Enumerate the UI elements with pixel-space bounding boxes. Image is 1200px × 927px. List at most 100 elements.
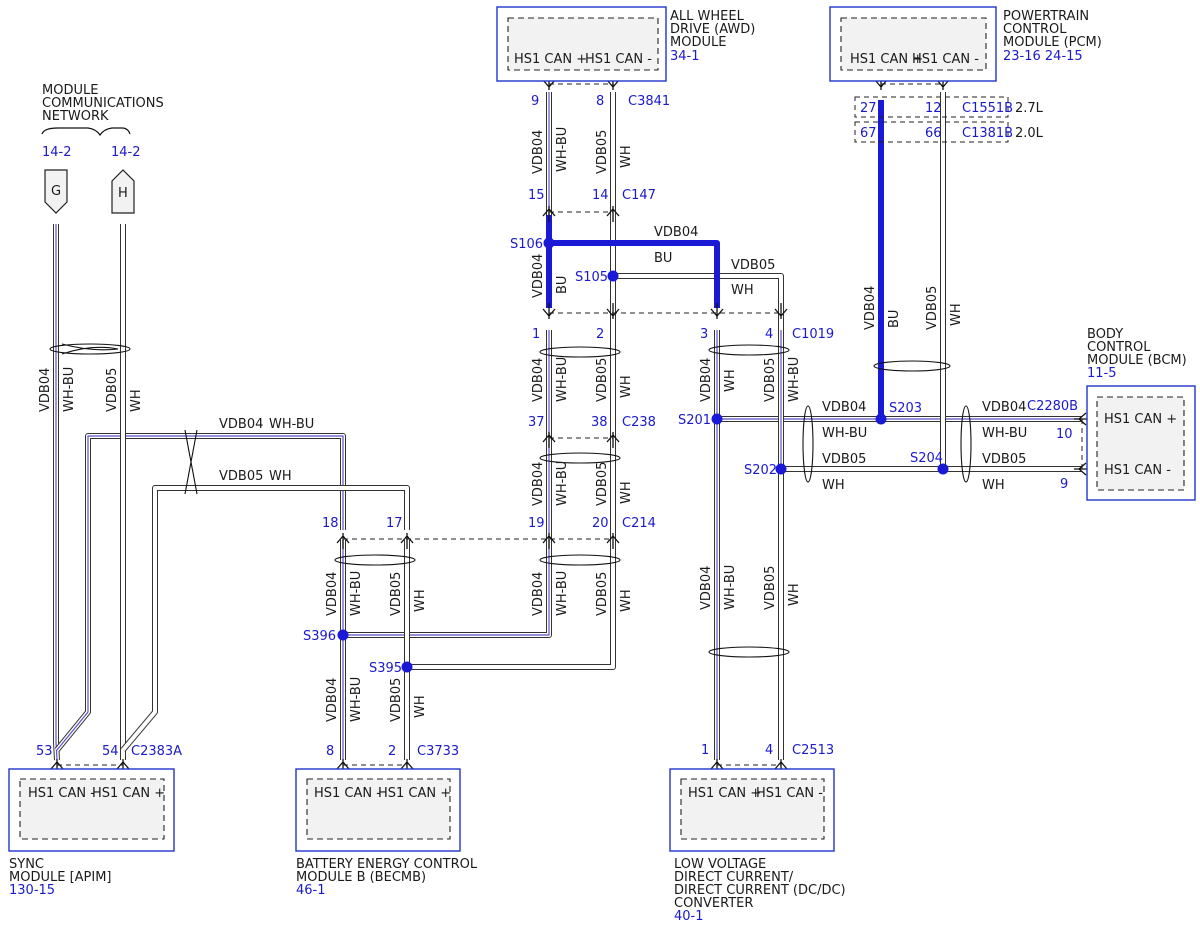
bcm-module-name-1: BODY	[1087, 327, 1123, 342]
wire-color-label: WH-BU	[62, 367, 77, 412]
awd-module-name-1: ALL WHEEL	[670, 9, 745, 24]
wire-color-label: BU	[555, 276, 570, 294]
connector-c2280b-id[interactable]: C2280B	[1027, 399, 1078, 414]
wire-color-label: WH-BU	[723, 565, 738, 610]
splice-s203-dot[interactable]	[875, 413, 887, 425]
connector-c1381b-id[interactable]: C1381B	[962, 126, 1013, 141]
sync-module-ref[interactable]: 130-15	[9, 883, 55, 898]
network-label-2: COMMUNICATIONS	[42, 96, 164, 111]
wire-color-label: WH	[949, 303, 964, 326]
circuit-label: VDB04	[531, 130, 546, 174]
network-ref-h[interactable]: 14-2	[111, 145, 141, 160]
pcm-module-ref[interactable]: 23-16 24-15	[1003, 49, 1083, 64]
dcdc-module-name-4: CONVERTER	[674, 896, 753, 911]
wire-color-label: WH-BU	[555, 357, 570, 402]
twist-marker	[49, 343, 131, 355]
pin-number: 20	[592, 516, 609, 531]
dcdc-module-name-2: DIRECT CURRENT/	[674, 870, 794, 885]
circuit-label: VDB05	[105, 368, 120, 412]
connector-c214-id[interactable]: C214	[622, 516, 656, 531]
pin-number: 8	[326, 744, 334, 759]
connector-c3841-id[interactable]: C3841	[628, 94, 670, 109]
pin-number: 10	[1056, 427, 1073, 442]
splice-label-s203[interactable]: S203	[889, 401, 922, 416]
splice-label-s396[interactable]: S396	[303, 629, 336, 644]
circuit-label: VDB04	[531, 462, 546, 506]
wire-color-label: WH	[731, 283, 754, 298]
splice-s106-dot[interactable]	[543, 237, 555, 249]
bcm-module-ref[interactable]: 11-5	[1087, 366, 1117, 381]
becm-pin-label-plus: HS1 CAN +	[378, 786, 451, 801]
wire-color-label: WH-BU	[349, 571, 364, 616]
splice-s202-dot[interactable]	[775, 463, 787, 475]
wire-color-label: WH	[982, 478, 1005, 493]
connector-c238-id[interactable]: C238	[622, 415, 656, 430]
network-label-1: MODULE	[42, 83, 98, 98]
connector-dashes	[57, 83, 1083, 766]
engine-variant-27: 2.7L	[1015, 101, 1044, 116]
pin-arrow	[542, 303, 556, 319]
dcdc-module-ref[interactable]: 40-1	[674, 909, 704, 924]
bcm-module[interactable]: HS1 CAN + HS1 CAN - BODY CONTROL MODULE …	[1086, 327, 1196, 501]
twisted-pair-markers	[49, 343, 972, 658]
connector-c3733-id[interactable]: C3733	[417, 744, 459, 759]
pcm-module[interactable]: HS1 CAN + HS1 CAN - POWERTRAIN CONTROL M…	[829, 6, 1102, 82]
network-connector-h[interactable]	[111, 169, 135, 214]
connector-c1551b-id[interactable]: C1551B	[962, 101, 1013, 116]
connector-c1019-id[interactable]: C1019	[792, 327, 834, 342]
bcm-pin-label-plus: HS1 CAN +	[1104, 412, 1177, 427]
wire-color-label: WH-BU	[555, 461, 570, 506]
wire-vdb04-s396-c214	[343, 530, 552, 638]
circuit-label: VDB04	[325, 678, 340, 722]
circuit-label: VDB04	[822, 400, 866, 415]
becm-module[interactable]: HS1 CAN - HS1 CAN + BATTERY ENERGY CONTR…	[295, 768, 478, 898]
circuit-label: VDB04	[699, 358, 714, 402]
circuit-label: VDB05	[763, 358, 778, 402]
dcdc-module[interactable]: HS1 CAN + HS1 CAN - LOW VOLTAGE DIRECT C…	[669, 768, 846, 924]
wire-vdb04-bu-s106	[546, 215, 720, 308]
circuit-label: VDB05	[763, 566, 778, 610]
splice-label-s106[interactable]: S106	[510, 237, 543, 252]
sync-module[interactable]: HS1 CAN - HS1 CAN + SYNC MODULE [APIM] 1…	[8, 768, 175, 898]
circuit-label: VDB04	[38, 368, 53, 412]
splice-s204-dot[interactable]	[937, 463, 949, 475]
circuit-label: VDB04	[531, 572, 546, 616]
awd-pin-label-plus: HS1 CAN +	[514, 52, 587, 67]
splice-s396-dot[interactable]	[337, 629, 349, 641]
sync-pin-label-plus: HS1 CAN +	[92, 786, 165, 801]
twist-marker	[802, 405, 814, 483]
connector-c147-id[interactable]: C147	[622, 188, 656, 203]
becm-module-ref[interactable]: 46-1	[296, 883, 326, 898]
splice-s201-dot[interactable]	[711, 413, 723, 425]
circuit-label: VDB04	[699, 566, 714, 610]
splice-label-s202[interactable]: S202	[744, 463, 777, 478]
wire-color-label: WH	[619, 481, 634, 504]
splice-label-s105[interactable]: S105	[575, 270, 608, 285]
twist-marker	[539, 346, 621, 358]
pin-arrow	[1074, 462, 1088, 476]
splice-s105-dot[interactable]	[607, 270, 619, 282]
pcm-pin-label-plus: HS1 CAN +	[850, 52, 923, 67]
network-connector-h-label: H	[118, 186, 128, 201]
bcm-module-name-3: MODULE (BCM)	[1087, 353, 1187, 368]
wire-color-label: BU	[654, 251, 672, 266]
circuit-label: VDB05	[925, 286, 940, 330]
connector-c2383a-id[interactable]: C2383A	[131, 744, 182, 759]
pin-arrow	[606, 533, 620, 549]
splice-s395-dot[interactable]	[401, 661, 413, 673]
awd-module-ref[interactable]: 34-1	[670, 49, 700, 64]
wire-color-label: WH	[822, 478, 845, 493]
connector-c2513-id[interactable]: C2513	[792, 743, 834, 758]
splice-label-s201[interactable]: S201	[678, 413, 711, 428]
wire-color-label: WH	[723, 369, 738, 392]
wires	[53, 92, 1082, 761]
network-connector-g[interactable]	[44, 169, 68, 214]
dcdc-module-name-3: DIRECT CURRENT (DC/DC)	[674, 883, 846, 898]
pin-number: 2	[596, 327, 604, 342]
circuit-label: VDB05	[822, 452, 866, 467]
awd-module[interactable]: HS1 CAN + HS1 CAN - ALL WHEEL DRIVE (AWD…	[496, 6, 755, 82]
wire-color-label: WH	[269, 469, 292, 484]
splice-label-s204[interactable]: S204	[910, 451, 943, 466]
network-ref-g[interactable]: 14-2	[42, 145, 72, 160]
splice-label-s395[interactable]: S395	[369, 661, 402, 676]
